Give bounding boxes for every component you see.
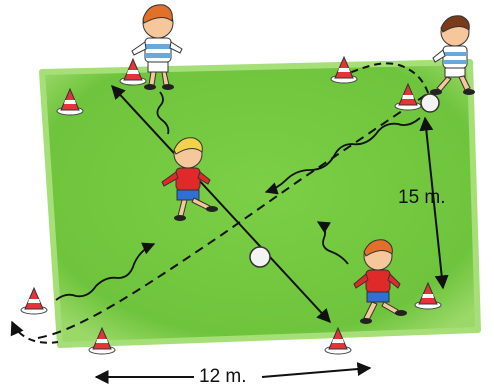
width-label: 12 m. — [199, 366, 247, 386]
cone — [21, 288, 47, 314]
pass-loop-bottomleft — [12, 322, 58, 343]
ball-icon — [421, 94, 439, 112]
ball-icon — [250, 247, 270, 267]
width-arrow-right — [262, 368, 370, 377]
length-label: 15 m. — [398, 187, 446, 208]
